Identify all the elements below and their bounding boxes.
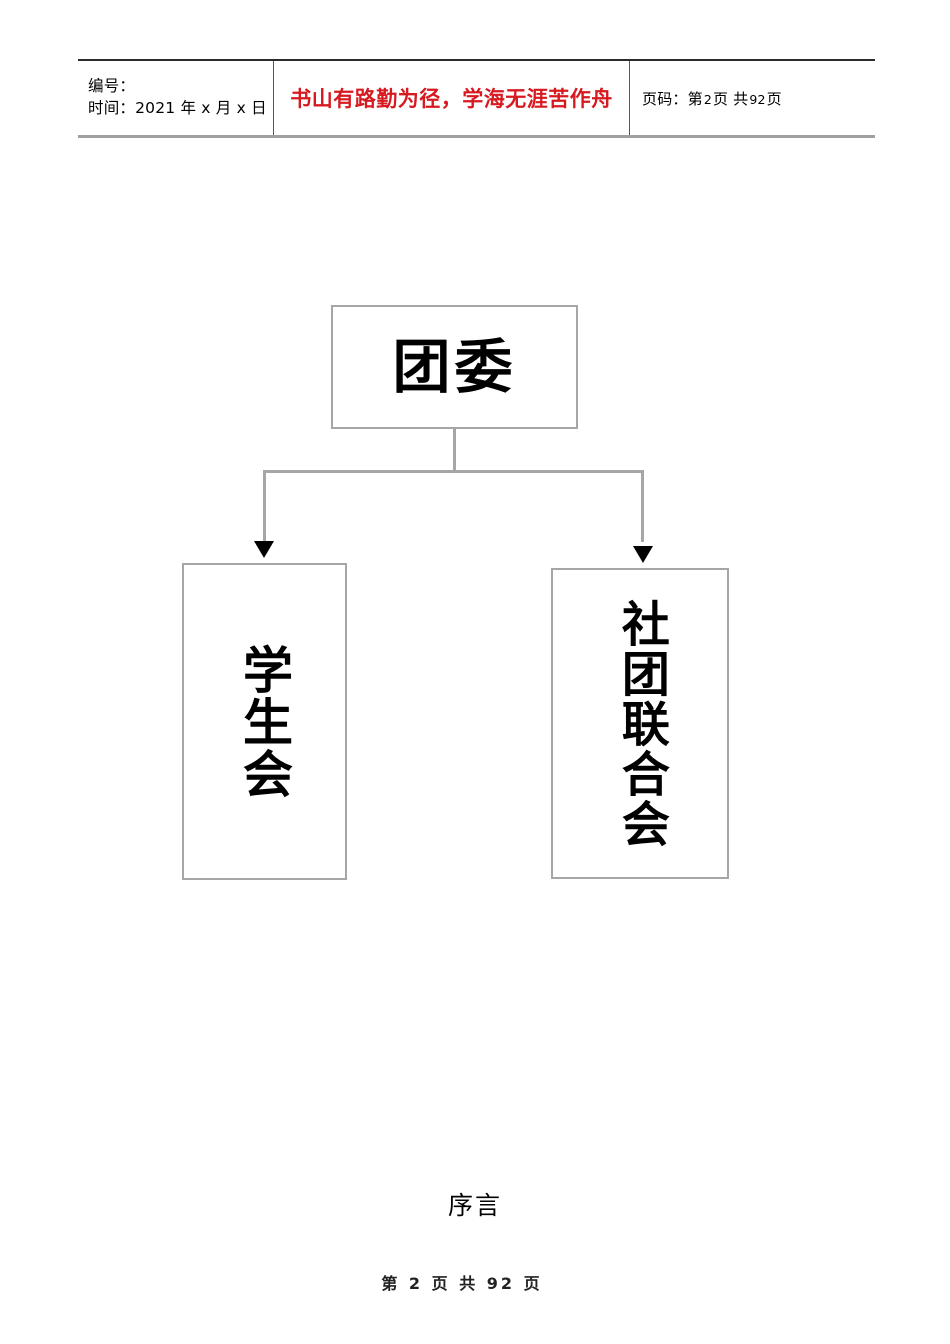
connector-drop-left — [263, 470, 266, 542]
header-date-label: 时间： — [88, 99, 136, 117]
header-motto-text: 书山有路勤为径，学海无涯苦作舟 — [290, 86, 613, 111]
header-cell-document-info: 编号： 时间：2021 年 x 月 x 日 — [78, 61, 274, 135]
arrowhead-right-icon — [633, 546, 653, 563]
org-node-student-union[interactable]: 学生会 — [182, 563, 347, 880]
header-page-current-value: 2 — [703, 91, 712, 107]
org-node-root[interactable]: 团委 — [331, 305, 578, 429]
arrowhead-left-icon — [254, 541, 274, 558]
org-node-student-union-label: 学生会 — [235, 643, 294, 800]
header-page-label: 页码： — [642, 89, 688, 108]
header-page-total-unit: 页 — [766, 89, 782, 108]
page-footer: 第 2 页 共 92 页 — [381, 1274, 543, 1293]
header-document-date: 时间：2021 年 x 月 x 日 — [88, 97, 273, 119]
connector-drop-right — [641, 470, 644, 542]
header-cell-motto: 书山有路勤为径，学海无涯苦作舟 — [274, 61, 630, 135]
header-page-current-prefix: 第 — [687, 89, 703, 108]
connector-horizontal-bar — [263, 470, 644, 473]
org-node-root-label: 团委 — [392, 333, 517, 401]
header-cell-page-number: 页码：第2页 共92页 — [630, 61, 875, 135]
header-date-value: 2021 年 x 月 x 日 — [135, 99, 267, 117]
connector-root-stem — [453, 429, 456, 473]
org-node-club-federation[interactable]: 社团联合会 — [551, 568, 729, 879]
header-page-current-unit: 页 — [712, 89, 729, 108]
header-page-total-value: 92 — [749, 91, 766, 107]
org-node-club-federation-label: 社团联合会 — [612, 598, 669, 849]
header-page-total-prefix: 共 — [733, 89, 749, 108]
header-document-number: 编号： — [88, 77, 136, 95]
section-title-preface: 序言 — [447, 1191, 502, 1220]
header-page-info: 页码：第2页 共92页 — [642, 88, 875, 109]
page-header-table: 编号： 时间：2021 年 x 月 x 日 书山有路勤为径，学海无涯苦作舟 页码… — [78, 59, 875, 138]
